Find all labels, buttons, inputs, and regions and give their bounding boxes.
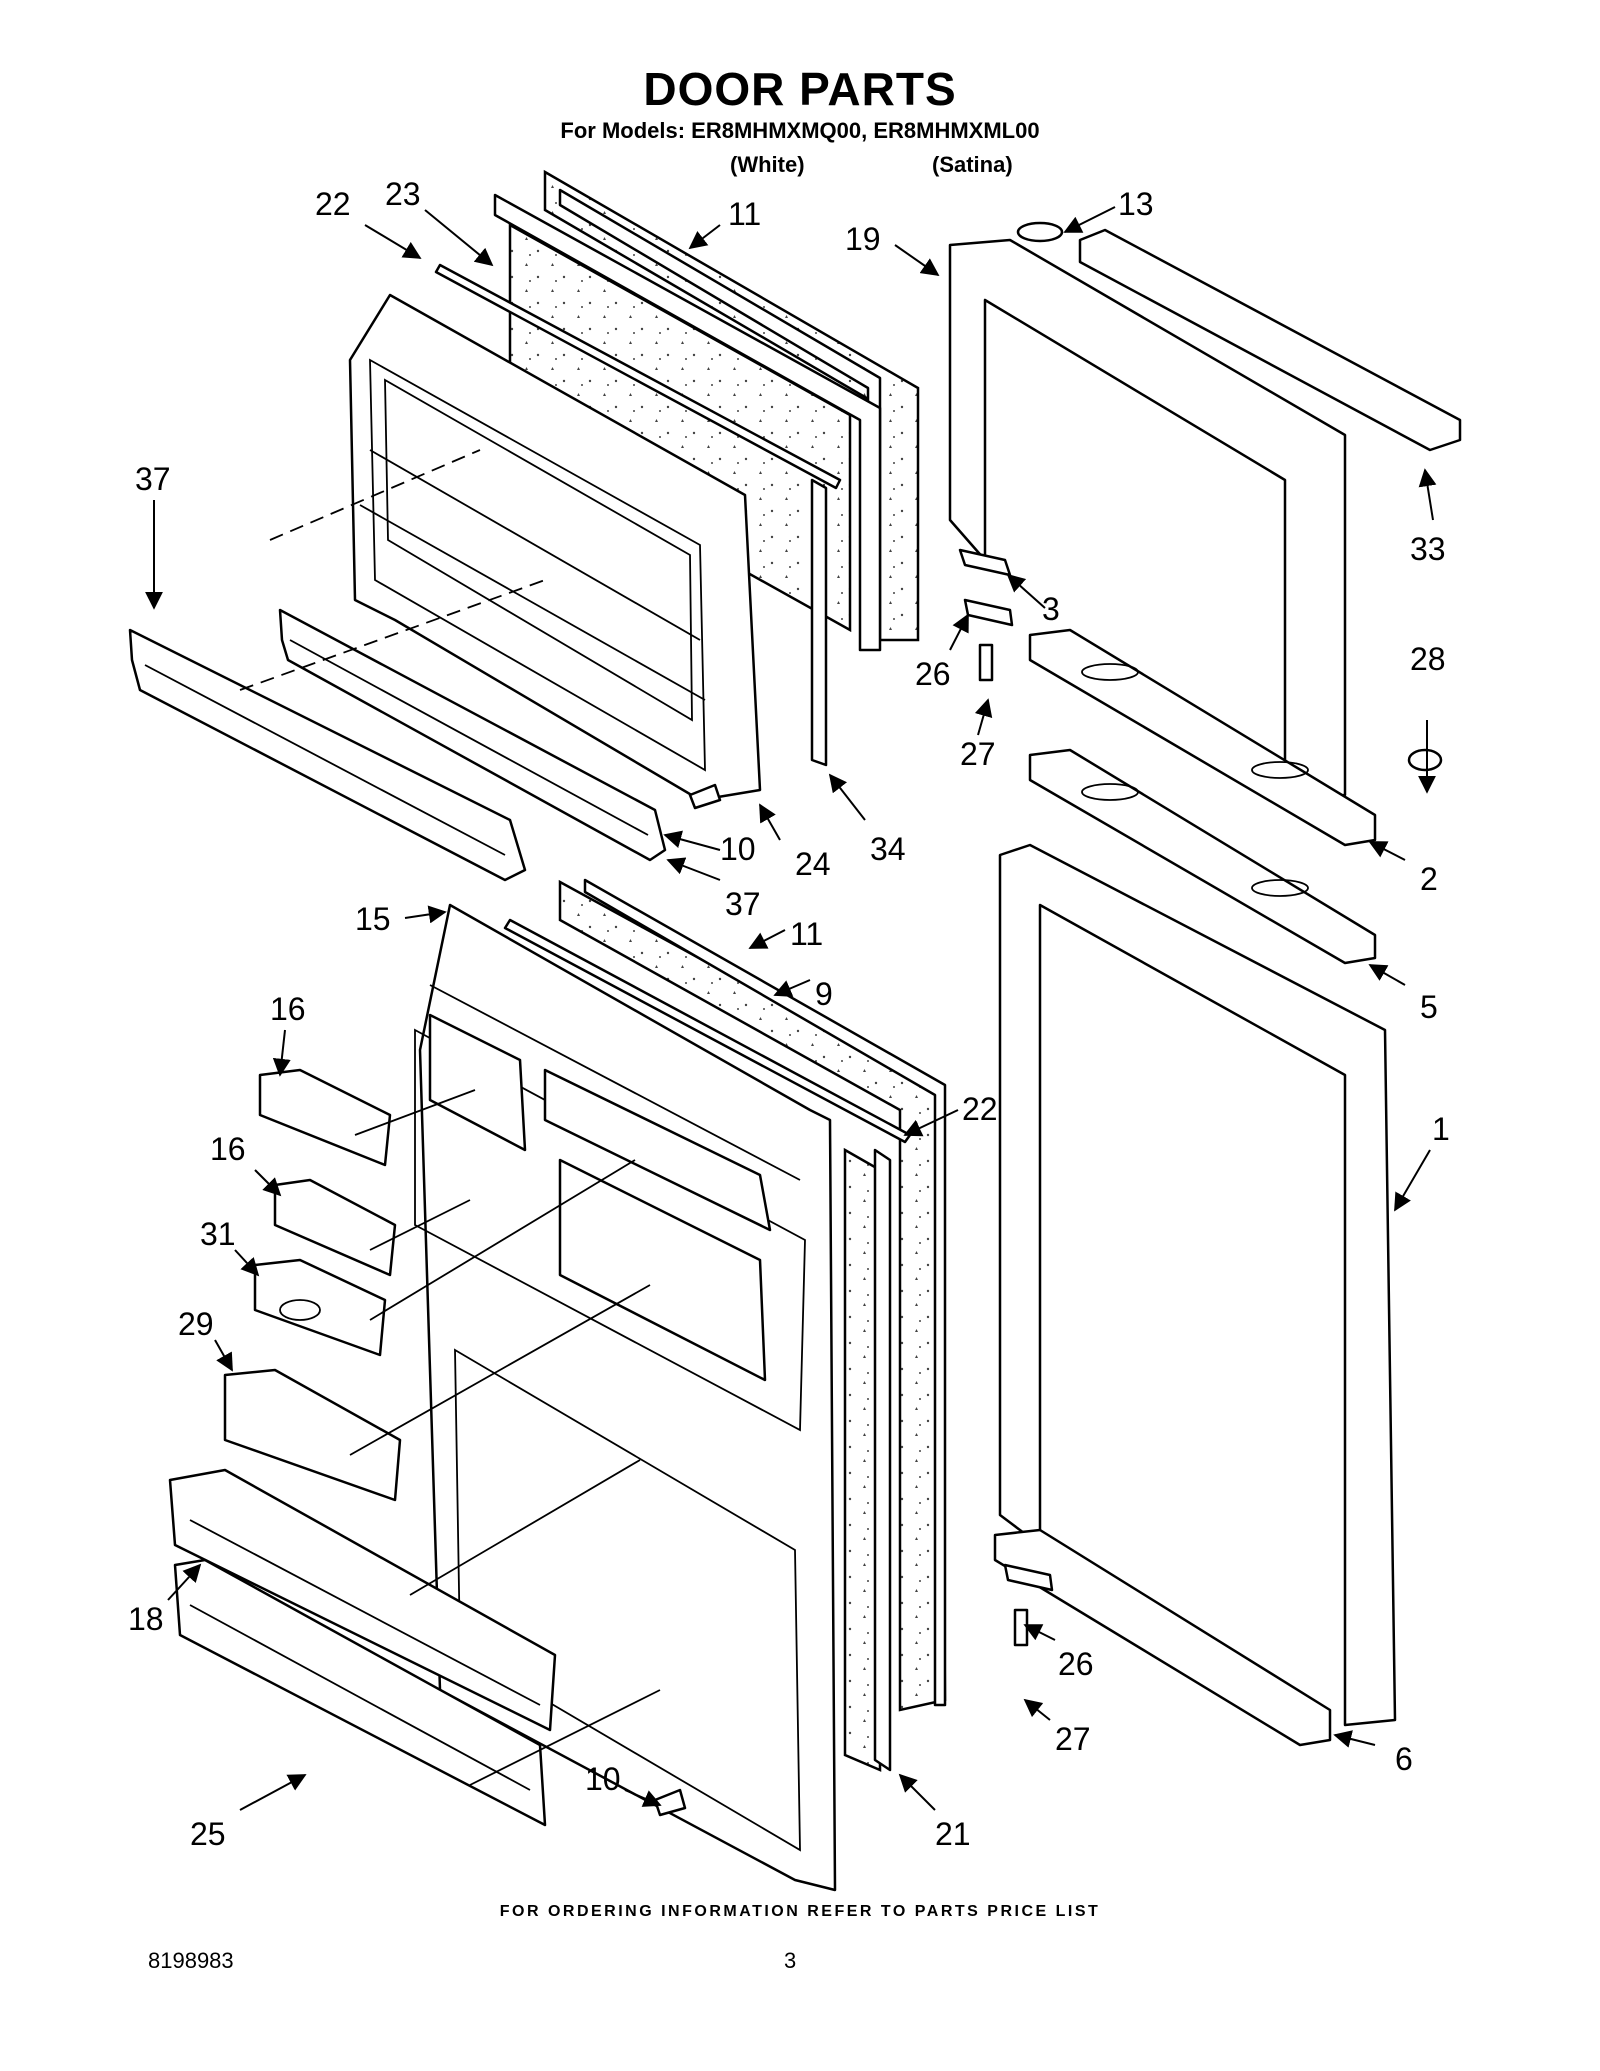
callout-11-upper: 11 (728, 196, 761, 232)
screw-10-lower (653, 1788, 687, 1817)
models-line: For Models: ER8MHMXMQ00, ER8MHMXML00 (560, 118, 1040, 143)
page-title: DOOR PARTS (643, 63, 957, 115)
gasket-strip-21 (843, 1147, 892, 1772)
callout-13: 13 (1118, 186, 1154, 222)
page-number: 3 (784, 1948, 797, 1973)
callout-33: 33 (1410, 531, 1446, 567)
leader-lines-lower (349, 1089, 661, 1786)
handle-trim-2 (1028, 628, 1377, 847)
callout-arrows (145, 206, 1437, 1811)
callout-22-lower: 22 (962, 1091, 998, 1127)
callout-1: 1 (1432, 1111, 1450, 1147)
screw-27-lower (1013, 1608, 1029, 1647)
callout-29: 29 (178, 1306, 214, 1342)
callout-11-lower: 11 (790, 916, 823, 952)
callout-25: 25 (190, 1816, 226, 1852)
variant-white: (White) (730, 152, 805, 177)
callout-23: 23 (385, 176, 421, 212)
ordering-note: FOR ORDERING INFORMATION REFER TO PARTS … (499, 1903, 1101, 1920)
callout-21: 21 (935, 1816, 971, 1852)
shelf-29 (223, 1368, 402, 1502)
handle-trim-5 (1028, 748, 1377, 965)
callout-28: 28 (1410, 641, 1446, 677)
callout-37-upper: 37 (135, 461, 171, 497)
hinge-26-upper (963, 598, 1014, 627)
bottom-trim-6 (993, 1528, 1332, 1747)
callout-27-upper: 27 (960, 736, 996, 772)
callout-15: 15 (355, 901, 391, 937)
fresh-food-liner-frame-11 (583, 878, 947, 1707)
callout-27-lower: 27 (1055, 1721, 1091, 1757)
dairy-door-31 (253, 1258, 387, 1357)
shelf-16-upper (258, 1068, 392, 1167)
freezer-shelf-37-front (128, 628, 527, 882)
shelf-16-lower (273, 1178, 397, 1277)
callout-22-upper: 22 (315, 186, 351, 222)
callout-16-upper: 16 (270, 991, 306, 1027)
door-bin-upper-right (543, 1068, 772, 1382)
callout-24: 24 (795, 846, 831, 882)
plug-28 (1407, 748, 1443, 772)
screw-27-upper (978, 643, 994, 682)
callout-10-lower: 10 (585, 1761, 621, 1797)
fresh-food-outer-panel-1 (998, 843, 1397, 1727)
callout-31: 31 (200, 1216, 236, 1252)
screw-10-upper (688, 783, 722, 810)
variant-satina: (Satina) (932, 152, 1013, 177)
callout-16-lower: 16 (210, 1131, 246, 1167)
callout-34: 34 (870, 831, 906, 867)
callout-18: 18 (128, 1601, 164, 1637)
shelf-25 (173, 1558, 547, 1827)
freezer-breaker-strip-23 (434, 263, 842, 490)
hinge-26-lower (1003, 1563, 1054, 1592)
breaker-strip-22-lower (503, 918, 912, 1144)
callout-37-lower: 37 (725, 886, 761, 922)
door-stop-34 (810, 478, 828, 767)
callout-2: 2 (1420, 861, 1438, 897)
callout-numbers: 22 23 11 19 13 33 3 26 27 28 2 5 1 6 26 … (128, 176, 1450, 1852)
freezer-door-outer-panel-19 (948, 238, 1347, 802)
callout-26-lower: 26 (1058, 1646, 1094, 1682)
document-number: 8198983 (148, 1948, 234, 1973)
callout-9: 9 (815, 976, 833, 1012)
callout-6: 6 (1395, 1741, 1413, 1777)
freezer-shelf-37-rear (278, 608, 667, 862)
shelf-18 (168, 1468, 557, 1732)
callout-26-upper: 26 (915, 656, 951, 692)
door-bin-upper-left (428, 1013, 527, 1152)
top-trim-33 (1078, 228, 1462, 452)
freezer-door-liner-24 (348, 293, 762, 802)
plug-13 (1016, 221, 1064, 243)
callout-19: 19 (845, 221, 881, 257)
callout-10-upper: 10 (720, 831, 756, 867)
callout-3: 3 (1042, 591, 1060, 627)
callout-5: 5 (1420, 989, 1438, 1025)
